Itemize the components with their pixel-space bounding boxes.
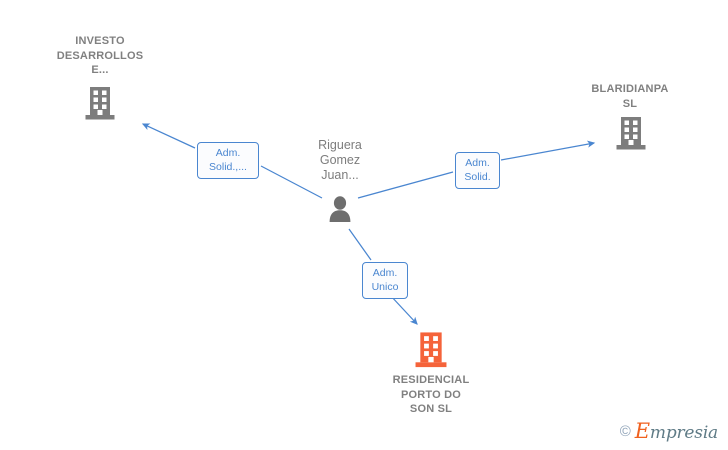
node-blaridianpa-label: BLARIDIANPA SL bbox=[591, 83, 669, 110]
brand-initial: E bbox=[634, 419, 650, 443]
empresia-watermark: © Empresia bbox=[620, 421, 718, 442]
building-icon[interactable] bbox=[556, 116, 706, 150]
node-investo[interactable]: INVESTO DESARROLLOS E... bbox=[25, 34, 175, 78]
brand-logo: Empresia bbox=[635, 421, 718, 442]
brand-rest: mpresia bbox=[649, 423, 718, 443]
edge-label-adm-solid-investo[interactable]: Adm. Solid.,... bbox=[197, 142, 259, 179]
edge-riguera-residencial[interactable] bbox=[348, 228, 418, 325]
node-blaridianpa-icon-wrap[interactable] bbox=[556, 116, 706, 150]
edge-label-adm-unico-residencial[interactable]: Adm. Unico bbox=[362, 262, 408, 299]
node-investo-icon-wrap[interactable] bbox=[25, 86, 175, 120]
node-residencial[interactable]: RESIDENCIAL PORTO DO SON SL bbox=[356, 373, 506, 417]
person-icon[interactable] bbox=[265, 196, 415, 222]
edge-riguera-blaridianpa[interactable] bbox=[357, 140, 596, 199]
node-residencial-label: RESIDENCIAL PORTO DO SON SL bbox=[392, 374, 470, 415]
node-riguera-label: Riguera Gomez Juan... bbox=[318, 138, 362, 182]
building-icon[interactable] bbox=[356, 331, 506, 368]
node-riguera[interactable]: Riguera Gomez Juan... bbox=[265, 138, 415, 183]
node-investo-label: INVESTO DESARROLLOS E... bbox=[56, 35, 144, 76]
node-riguera-icon-wrap[interactable] bbox=[265, 196, 415, 222]
building-icon[interactable] bbox=[25, 86, 175, 120]
node-blaridianpa[interactable]: BLARIDIANPA SL bbox=[555, 82, 705, 111]
edge-label-adm-solid-blaridianpa[interactable]: Adm. Solid. bbox=[455, 152, 500, 189]
edge-riguera-investo[interactable] bbox=[141, 123, 323, 199]
copyright-icon: © bbox=[619, 423, 631, 440]
node-residencial-icon-wrap[interactable] bbox=[356, 331, 506, 368]
